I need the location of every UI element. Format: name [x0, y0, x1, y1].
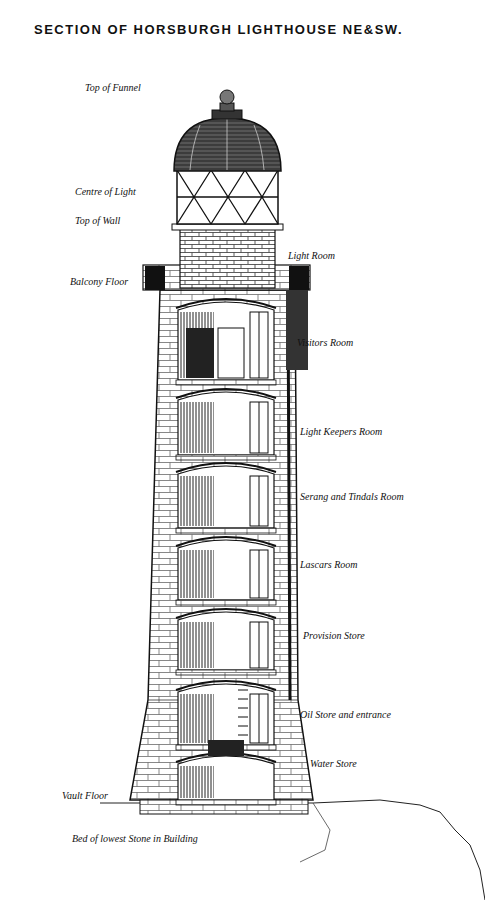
door-panel	[259, 476, 260, 526]
level-label: Lascars Room	[300, 559, 358, 571]
room	[178, 302, 274, 380]
level-label: Oil Store and entrance	[300, 709, 391, 721]
level-label: Centre of Light	[75, 186, 136, 198]
room	[178, 540, 274, 600]
room	[178, 612, 274, 670]
level-label: Bed of lowest Stone in Building	[72, 833, 198, 845]
floor	[176, 600, 276, 605]
door-panel	[259, 550, 260, 598]
floor	[176, 800, 276, 805]
door-panel	[259, 402, 260, 453]
room-shading	[180, 476, 214, 526]
level-label: Serang and Tindals Room	[300, 491, 404, 503]
level-label: Visitors Room	[297, 337, 353, 349]
level-label: Top of Wall	[75, 215, 120, 227]
room	[178, 392, 274, 455]
room-shading	[180, 622, 214, 668]
door	[250, 312, 268, 378]
room	[178, 684, 274, 745]
level-label: Light Room	[288, 250, 335, 262]
room-shading	[180, 694, 214, 743]
level-label: Balcony Floor	[70, 276, 128, 288]
room-shading	[180, 550, 214, 598]
room	[178, 756, 274, 800]
door	[250, 622, 268, 668]
room-shading	[180, 312, 214, 378]
floor	[176, 528, 276, 533]
window	[186, 328, 214, 378]
level-label: Top of Funnel	[85, 82, 141, 94]
room-shading	[180, 402, 214, 453]
floor	[176, 455, 276, 460]
floor	[176, 380, 276, 385]
floor	[176, 670, 276, 675]
door	[250, 476, 268, 526]
door-panel	[259, 312, 260, 378]
door	[250, 402, 268, 453]
window	[218, 328, 244, 378]
room	[178, 466, 274, 528]
level-label: Provision Store	[303, 630, 365, 642]
level-label: Vault Floor	[62, 790, 108, 802]
door	[250, 550, 268, 598]
cistern	[208, 740, 244, 756]
door	[250, 694, 268, 743]
room-shading	[180, 766, 214, 798]
door-panel	[259, 622, 260, 668]
level-label: Light Keepers Room	[300, 426, 382, 438]
title: SECTION OF HORSBURGH LIGHTHOUSE NE&SW.	[34, 22, 403, 38]
level-label: Water Store	[310, 758, 357, 770]
door-panel	[259, 694, 260, 743]
